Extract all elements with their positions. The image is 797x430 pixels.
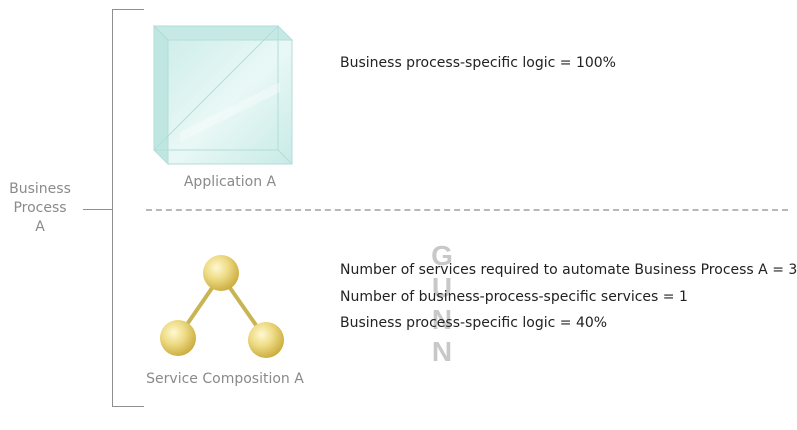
service-node: [248, 322, 284, 358]
bracket: [112, 9, 144, 407]
composition-caption: Service Composition A: [146, 371, 304, 387]
service-composition-icon: [150, 248, 300, 368]
service-node: [203, 255, 239, 291]
bracket-connector: [83, 209, 113, 210]
application-cube-icon: [150, 22, 300, 170]
watermark-letter: U: [431, 272, 453, 303]
watermark-letter: G: [431, 240, 453, 271]
application-logic-text: Business process-specific logic = 100%: [340, 55, 616, 71]
watermark-letter: N: [431, 336, 453, 367]
business-process-label: Business Process A: [2, 180, 78, 237]
application-caption: Application A: [183, 174, 277, 190]
watermark: G U N N: [428, 240, 456, 368]
services-required-text: Number of services required to automate …: [340, 262, 797, 278]
specific-services-text: Number of business-process-specific serv…: [340, 289, 688, 305]
watermark-letter: N: [431, 304, 453, 335]
section-divider: [146, 209, 788, 211]
service-node: [160, 320, 196, 356]
bp-label-line: Business: [9, 181, 71, 197]
composition-logic-text: Business process-specific logic = 40%: [340, 315, 608, 331]
bp-label-line: A: [35, 219, 45, 235]
bp-label-line: Process: [13, 200, 67, 216]
